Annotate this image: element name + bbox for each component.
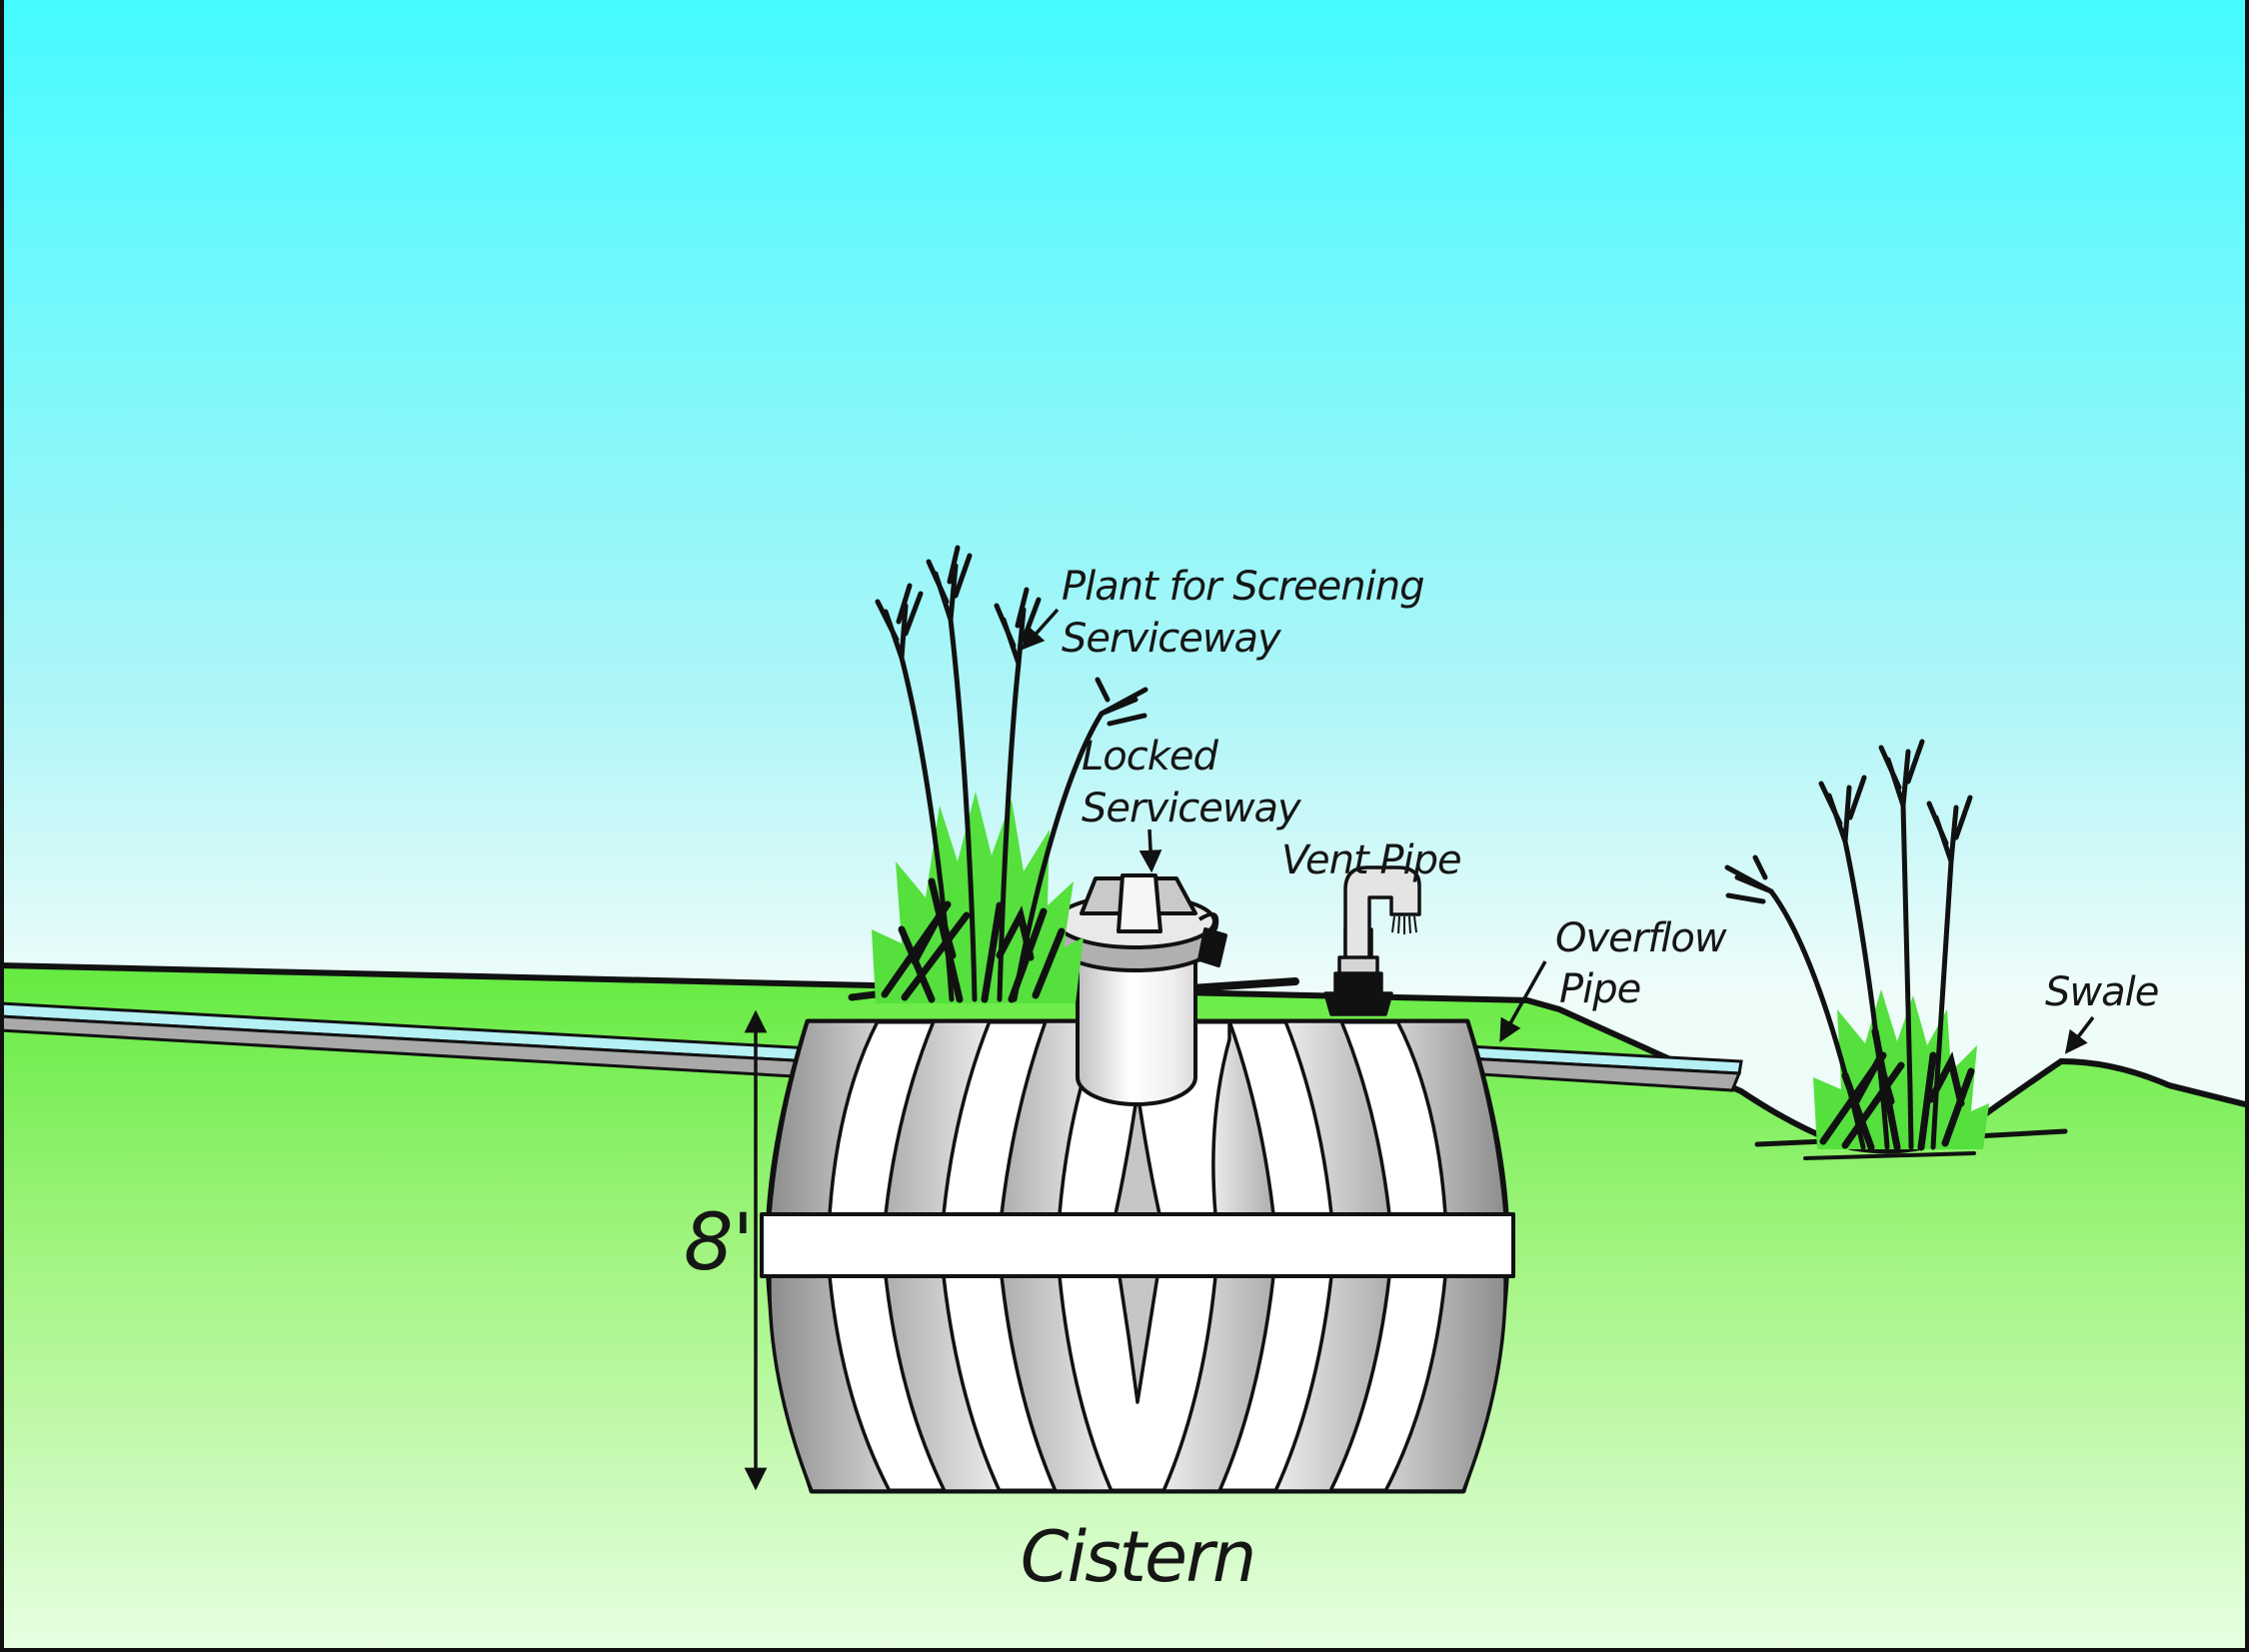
vent-pipe-elbow bbox=[1343, 865, 1421, 963]
tank-rib bbox=[1273, 1274, 1391, 1493]
serviceway-handle-front bbox=[1117, 873, 1162, 933]
plant-label-line2: Serviceway bbox=[1062, 616, 1282, 662]
tank-rib bbox=[1000, 1274, 1114, 1493]
plant-leader-arrow bbox=[1021, 608, 1060, 651]
serviceway-riser bbox=[1076, 947, 1197, 1106]
plant-label-line1: Plant for Screening bbox=[1062, 564, 1423, 610]
vent-pipe-label: Vent Pipe bbox=[1281, 837, 1461, 883]
cistern-label: Cistern bbox=[1021, 1516, 1254, 1598]
vent-seal-band bbox=[1333, 971, 1383, 996]
vent-screen bbox=[1391, 915, 1417, 934]
overflow-pipe-label-line2: Pipe bbox=[1559, 966, 1640, 1012]
locked-serviceway-label-line1: Locked bbox=[1082, 734, 1219, 780]
serviceway-lock bbox=[1197, 927, 1227, 967]
plant-stems bbox=[1724, 739, 1973, 1150]
overflow-pipe-label-line1: Overflow bbox=[1555, 915, 1727, 961]
swale-leader-arrow bbox=[2064, 1015, 2095, 1054]
plant-stems bbox=[875, 545, 1148, 1002]
tank-rib bbox=[884, 1274, 1002, 1493]
swale-label: Swale bbox=[2045, 969, 2158, 1015]
tank-rib bbox=[1383, 1274, 1507, 1493]
vent-base-flange bbox=[1323, 991, 1393, 1016]
vent-pipe bbox=[1323, 865, 1421, 1016]
tank-rib bbox=[768, 1274, 892, 1493]
locked-serviceway-label-line2: Serviceway bbox=[1082, 786, 1302, 831]
tank-rib bbox=[1118, 1274, 1159, 1404]
depth-label: 8' bbox=[684, 1198, 753, 1288]
overflow-leader-arrow bbox=[1499, 960, 1547, 1042]
swale-plant bbox=[1724, 739, 1989, 1151]
screening-plant bbox=[872, 545, 1148, 1003]
labels: Plant for Screening Serviceway Locked Se… bbox=[684, 564, 2159, 1598]
serviceway-lock-hook bbox=[1197, 911, 1219, 930]
locked-serviceway bbox=[1055, 873, 1227, 1106]
tank-center-band bbox=[760, 1212, 1515, 1278]
tank-rib bbox=[1161, 1274, 1275, 1493]
cistern-tank bbox=[760, 1018, 1515, 1494]
leader-arrows bbox=[1021, 608, 2095, 1054]
serviceway-leader-arrow bbox=[1138, 828, 1162, 873]
